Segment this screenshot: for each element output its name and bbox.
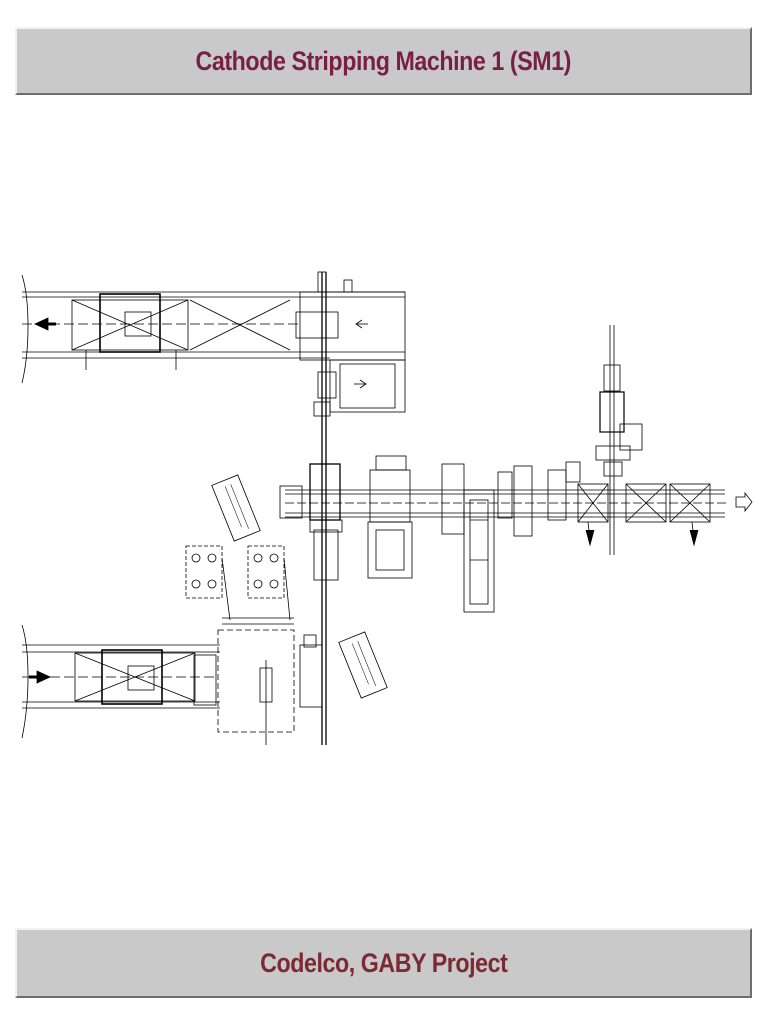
arrow-right-lower xyxy=(36,670,51,684)
arrow-left-upper xyxy=(34,317,49,331)
drive-column xyxy=(595,325,643,555)
aux-units xyxy=(185,545,291,621)
footer-text: Codelco, GABY Project xyxy=(259,947,508,978)
rotated-note-2 xyxy=(338,631,388,699)
title-banner: Cathode Stripping Machine 1 (SM1) xyxy=(15,27,752,95)
rotated-note-1 xyxy=(211,474,261,542)
vertical-transfer-line xyxy=(313,272,337,745)
page-title: Cathode Stripping Machine 1 (SM1) xyxy=(195,45,572,76)
stripping-line xyxy=(279,455,753,613)
arrow-right-outline xyxy=(735,491,753,513)
footer-banner: Codelco, GABY Project xyxy=(15,928,752,998)
upper-conveyor xyxy=(21,271,406,413)
lower-conveyor xyxy=(21,617,323,745)
machine-layout-drawing xyxy=(21,271,753,745)
